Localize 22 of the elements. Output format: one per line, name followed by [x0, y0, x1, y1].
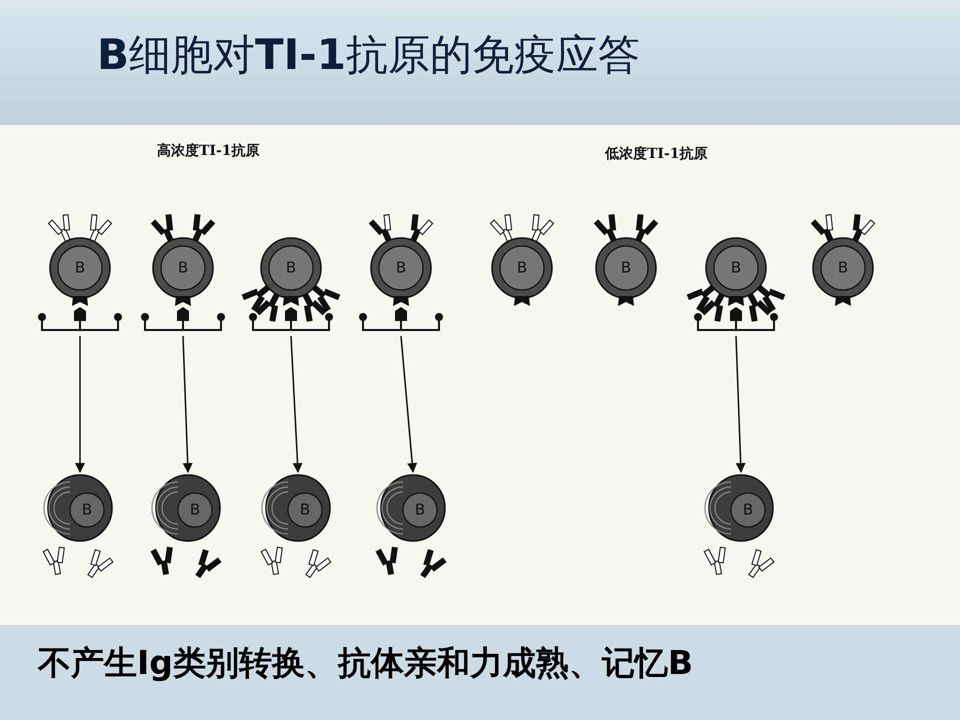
arrow — [75, 336, 85, 473]
arrow — [182, 336, 193, 473]
cell-label: B — [300, 502, 310, 518]
cell-label: B — [838, 260, 848, 276]
arrow — [735, 336, 746, 473]
section-label: 高浓度TI-1抗原 — [157, 142, 260, 160]
cell-label: B — [396, 260, 406, 276]
caption: 不产生Ig类别转换、抗体亲和力成熟、记忆B — [38, 643, 694, 683]
arrow — [400, 336, 418, 473]
cell-label: B — [516, 260, 528, 276]
cell-label: B — [730, 260, 742, 276]
cell-label: B — [742, 502, 754, 518]
cell-label: B — [82, 502, 92, 518]
cell-label: B — [178, 260, 188, 276]
cell-label: B — [620, 260, 632, 276]
cell-label: B — [286, 260, 296, 276]
cell-label: B — [414, 502, 426, 518]
arrow — [290, 336, 303, 473]
title: B细胞对TI-1抗原的免疫应答 — [97, 30, 640, 80]
cell-label: B — [190, 502, 200, 518]
section-label: 低浓度TI-1抗原 — [605, 145, 708, 163]
cell-label: B — [74, 260, 86, 276]
